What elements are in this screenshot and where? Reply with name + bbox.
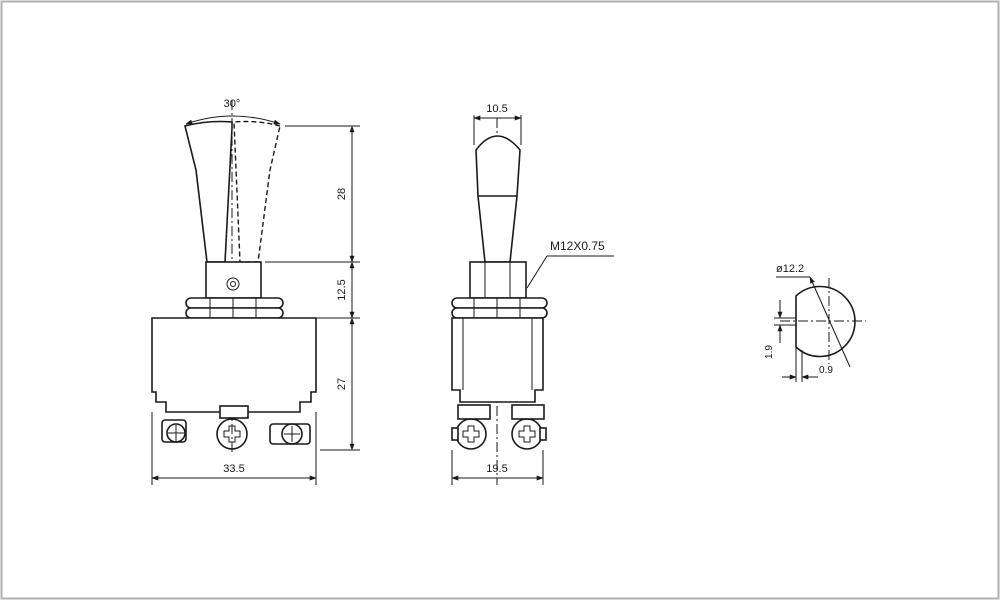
thread-label: M12X0.75 [550, 239, 605, 253]
body-height-label: 27 [336, 378, 348, 390]
side-width-label: 19.5 [486, 463, 507, 475]
bushing-height-label: 12.5 [336, 279, 348, 300]
flat-depth-label: 0.9 [819, 365, 833, 376]
front-view: 30° [151, 98, 360, 485]
angle-label: 30° [224, 98, 241, 110]
diameter-label: ø12.2 [776, 263, 804, 275]
side-view: 10.5 M12X0.75 19.5 [451, 103, 614, 485]
panel-cutout: ø12.2 1.9 0.9 [764, 263, 866, 382]
lever-width-label: 10.5 [486, 103, 507, 115]
flat-height-label: 1.9 [764, 345, 775, 359]
width-label: 33.5 [223, 463, 244, 475]
lever-height-label: 28 [336, 188, 348, 200]
